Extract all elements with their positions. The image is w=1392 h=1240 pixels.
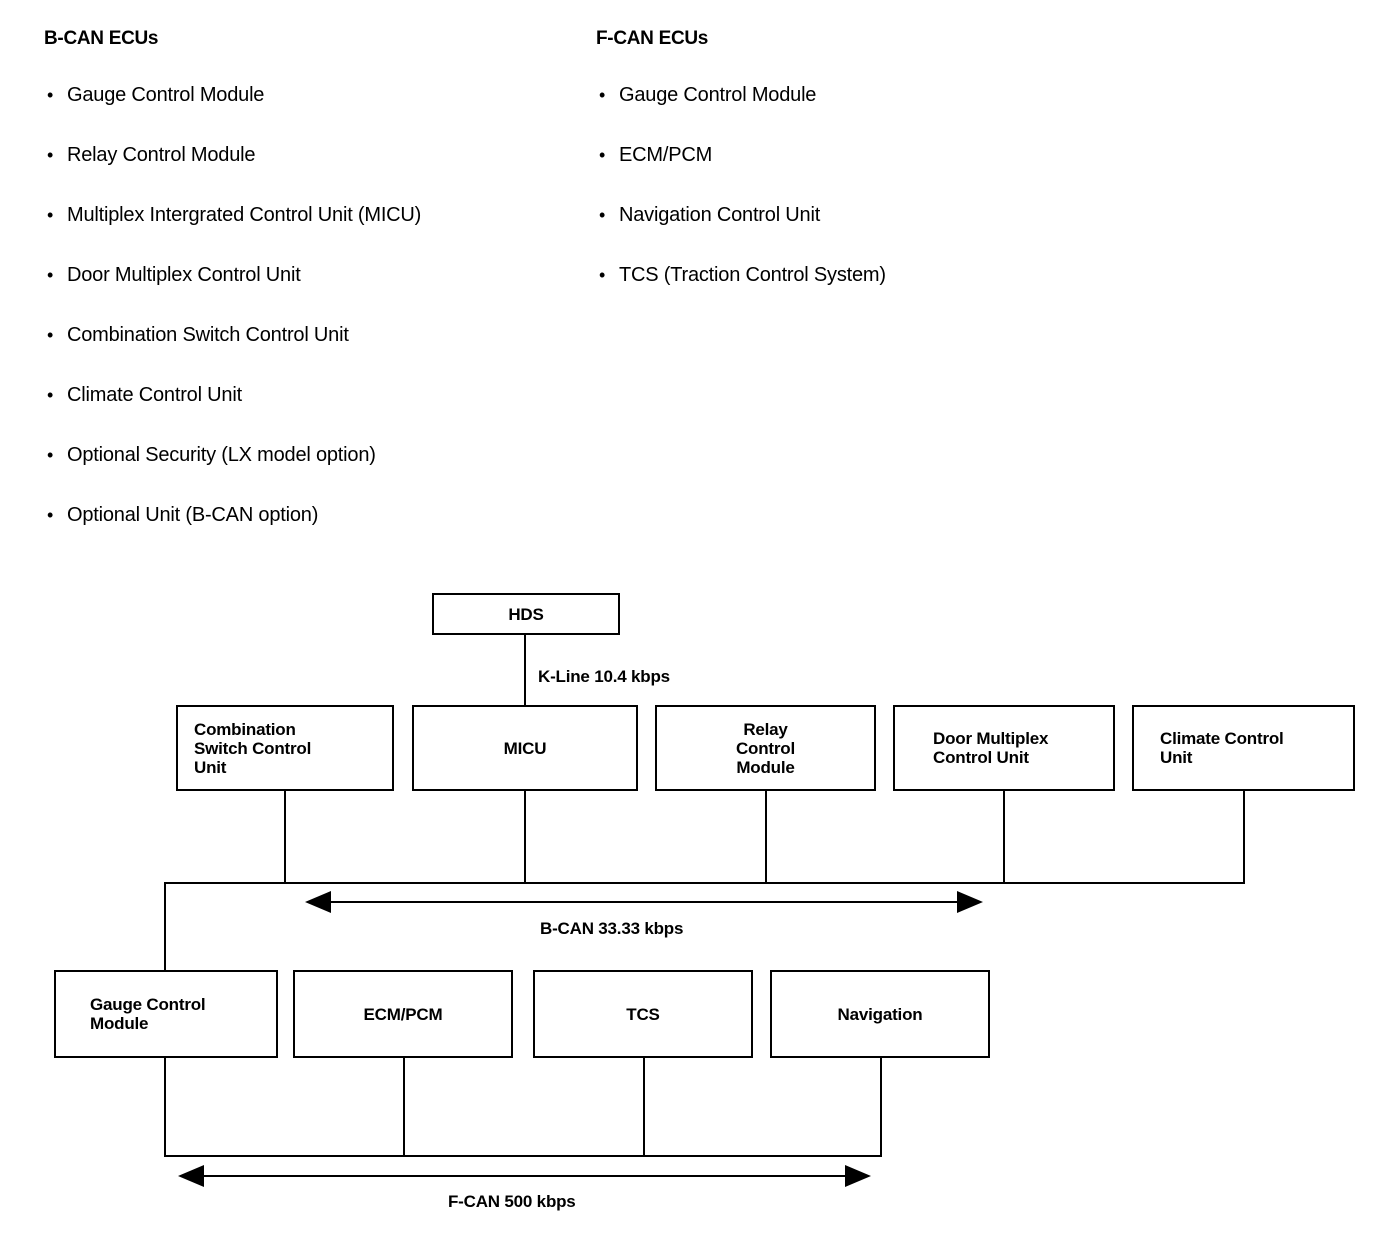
bcan-arrow-left-icon [305,891,331,913]
list-item-label: Navigation Control Unit [619,204,821,226]
list-item-label: Relay Control Module [67,144,256,166]
bcan-arrow-right-icon [957,891,983,913]
kline-bus-label: K-Line 10.4 kbps [538,667,670,686]
list-item-label: Optional Unit (B-CAN option) [67,504,319,526]
wire-bcan-left-riser [164,882,166,970]
fcan-ecu-list: • Gauge Control Module • ECM/PCM • Navigati… [596,84,886,324]
list-item-label: Door Multiplex Control Unit [67,264,301,286]
list-item: • Optional Unit (B-CAN option) [44,504,421,564]
node-label: Navigation [837,1004,923,1024]
fcan-arrow-right-icon [845,1165,871,1187]
node-label: MICU [503,738,547,758]
bcan-column-heading: B-CAN ECUs [44,28,159,49]
list-item-label: TCS (Traction Control System) [619,264,886,286]
bullet-icon: • [47,205,54,225]
list-item-label: ECM/PCM [619,144,713,166]
list-item: • Relay Control Module [44,144,421,204]
bullet-icon: • [47,385,54,405]
wire-bcan-arrow-shaft [328,901,958,903]
bullet-icon: • [47,445,54,465]
node-ecm-pcm: ECM/PCM [293,970,513,1058]
list-item: • Gauge Control Module [596,84,886,144]
wire-bcan-bus [164,882,1245,884]
list-item: • Navigation Control Unit [596,204,886,264]
bullet-icon: • [599,145,606,165]
wire-drop-relay-control [765,791,767,883]
node-micu: MICU [412,705,638,791]
node-navigation: Navigation [770,970,990,1058]
node-label: TCS [626,1004,660,1024]
bcan-bus-label: B-CAN 33.33 kbps [540,919,684,938]
wire-drop-tcs [643,1058,645,1155]
node-label: ECM/PCM [363,1004,443,1024]
list-item-label: Optional Security (LX model option) [67,444,376,466]
wire-fcan-arrow-shaft [201,1175,847,1177]
wire-drop-navigation [880,1058,882,1155]
list-item-label: Multiplex Intergrated Control Unit (MICU… [67,204,422,226]
list-item: • Gauge Control Module [44,84,421,144]
fcan-bus-label: F-CAN 500 kbps [448,1192,576,1211]
wire-drop-door-multiplex [1003,791,1005,883]
list-item-label: Gauge Control Module [619,84,817,106]
list-item-label: Gauge Control Module [67,84,265,106]
bullet-icon: • [47,145,54,165]
wire-drop-gauge-control [164,1058,166,1155]
node-hds: HDS [432,593,620,635]
bullet-icon: • [47,265,54,285]
list-item-label: Climate Control Unit [67,384,242,406]
bullet-icon: • [599,265,606,285]
fcan-arrow-left-icon [178,1165,204,1187]
list-item: • Optional Security (LX model option) [44,444,421,504]
wire-drop-micu [524,791,526,883]
wire-kline-vertical [524,635,526,705]
node-label: HDS [508,604,544,624]
list-item-label: Combination Switch Control Unit [67,324,349,346]
list-item: • Door Multiplex Control Unit [44,264,421,324]
wire-drop-climate-control [1243,791,1245,883]
list-item: • TCS (Traction Control System) [596,264,886,324]
bullet-icon: • [47,325,54,345]
bullet-icon: • [599,205,606,225]
list-item: • Combination Switch Control Unit [44,324,421,384]
bullet-icon: • [599,85,606,105]
bullet-icon: • [47,85,54,105]
list-item: • Climate Control Unit [44,384,421,444]
bcan-ecu-list: • Gauge Control Module • Relay Control Mod… [44,84,421,564]
wire-fcan-bus [164,1155,882,1157]
fcan-column-heading: F-CAN ECUs [596,28,709,49]
node-tcs: TCS [533,970,753,1058]
bullet-icon: • [47,505,54,525]
wire-drop-combination-switch [284,791,286,883]
list-item: • Multiplex Intergrated Control Unit (MIC… [44,204,421,264]
list-item: • ECM/PCM [596,144,886,204]
wire-drop-ecm-pcm [403,1058,405,1155]
